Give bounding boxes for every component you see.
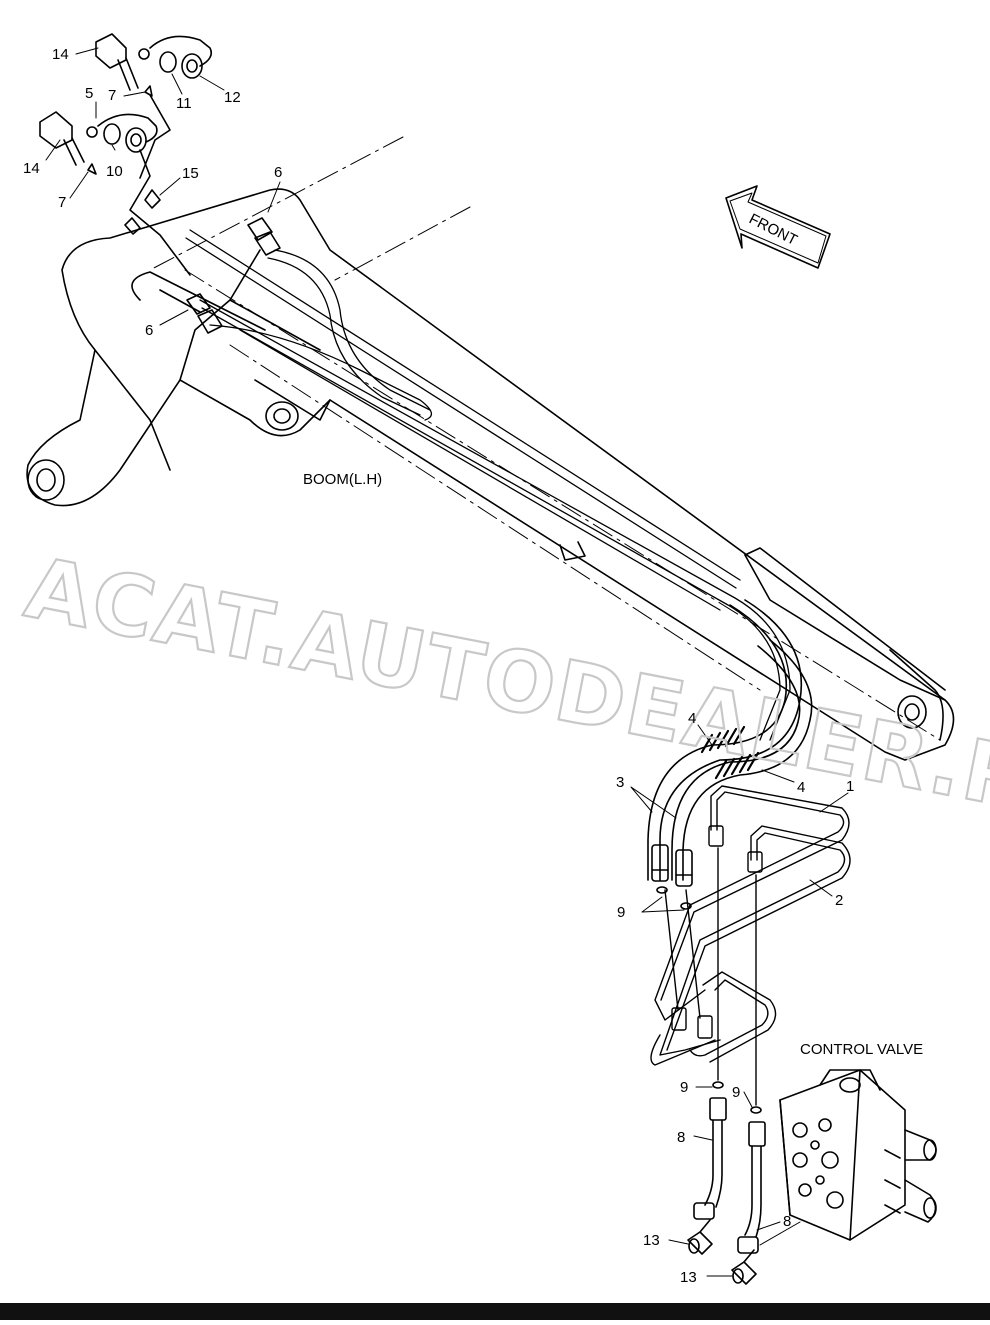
pipe-fitting [697,1015,713,1039]
callout-6: 6 [274,164,282,181]
callout-2: 2 [835,892,843,909]
callout-13: 13 [680,1269,697,1286]
callout-14: 14 [23,160,40,177]
nut-14-lower [39,111,73,149]
bottom-border-bar [0,1303,990,1320]
leader-lines [45,47,849,1277]
callout-7: 7 [108,87,116,104]
callout-9: 9 [732,1084,740,1101]
callout-15: 15 [182,165,199,182]
pipe-fitting [747,851,763,873]
pipe-1-and-2 [650,785,851,1106]
callout-12: 12 [224,89,241,106]
boom-foot-pivot [27,459,65,501]
boom-pipes [185,229,791,741]
boom-nose-pivot [897,695,927,729]
front-arrow [725,185,831,269]
hose-fitting [675,849,693,887]
watermark-text: ACAT.AUTODEALER.RU [18,538,990,842]
o-rings-9 [656,886,762,1114]
pipe-fitting [671,1007,687,1031]
callout-5: 5 [85,85,93,102]
boom-label: BOOM(L.H) [303,471,382,488]
callout-3: 3 [616,774,624,791]
control-valve-body [779,1069,937,1241]
hose-3-and-4 [647,599,813,887]
control-valve-label: CONTROL VALVE [800,1041,923,1058]
callout-10: 10 [106,163,123,180]
callout-9: 9 [680,1079,688,1096]
elbow-fittings-13 [687,1219,757,1285]
callout-6: 6 [145,322,153,339]
adapters-6 [186,217,281,334]
center-lines [149,136,941,741]
callout-4: 4 [688,710,696,727]
callout-13: 13 [643,1232,660,1249]
callout-14: 14 [52,46,69,63]
pipe-fitting [708,825,724,847]
callout-1: 1 [846,778,854,795]
callout-11: 11 [176,95,192,112]
callout-7: 7 [58,194,66,211]
hoses-8 [693,1097,766,1254]
callout-4: 4 [797,779,805,796]
callout-9: 9 [617,904,625,921]
callout-8: 8 [783,1213,791,1230]
callout-8: 8 [677,1129,685,1146]
cylinder-pivot [265,401,299,431]
fittings-top-left [39,33,213,276]
nut-14-upper [95,33,127,69]
hose-fitting [651,844,669,882]
